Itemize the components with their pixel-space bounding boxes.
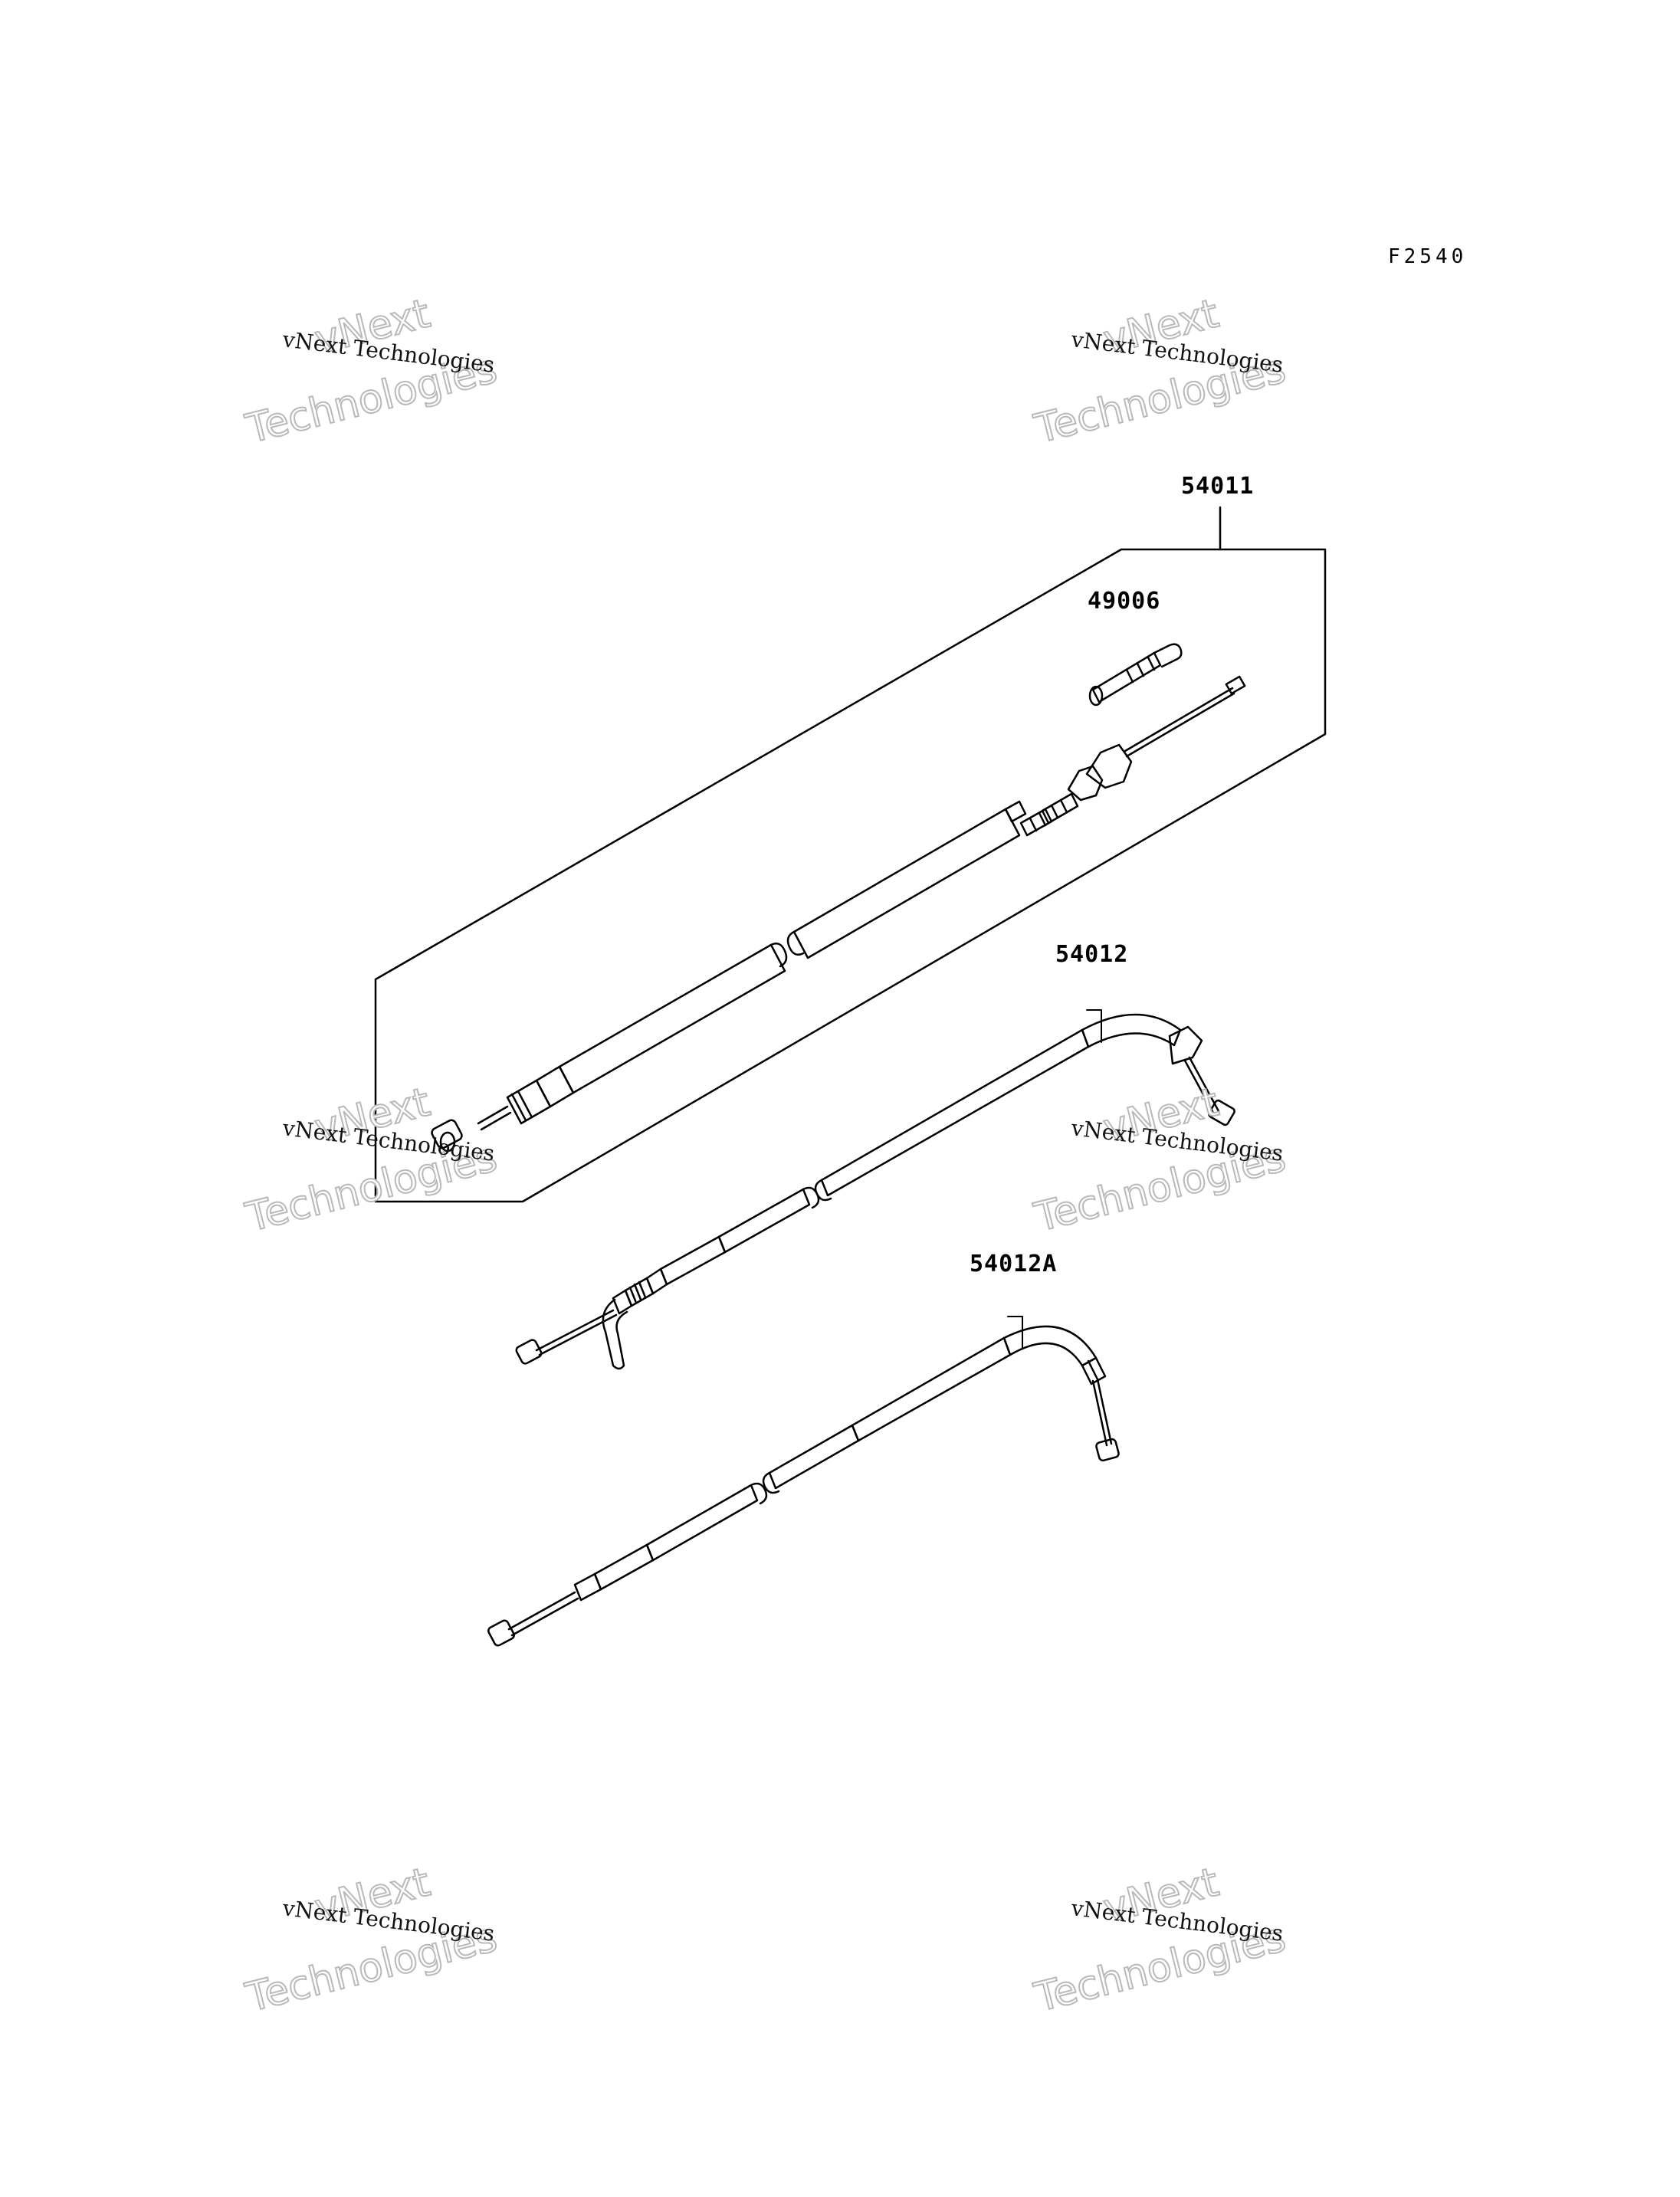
part-number-49006: 49006 — [1088, 588, 1161, 615]
watermark: vNext Technologies vNext Technologies — [241, 1079, 566, 1244]
cable-54012A — [487, 1325, 1120, 1647]
cable-54012 — [515, 1013, 1235, 1370]
watermark: vNext Technologies vNext Technologies — [241, 1859, 566, 2025]
part-number-54012A: 54012A — [970, 1251, 1058, 1277]
watermark: vNext Technologies vNext Technologies — [241, 290, 566, 456]
cable-54011 — [431, 675, 1246, 1153]
part-number-54012: 54012 — [1055, 941, 1129, 968]
part-49006-boot — [1088, 643, 1183, 707]
assembly-frame-54011 — [374, 506, 1327, 1203]
watermark: vNext Technologies vNext Technologies — [1030, 1079, 1354, 1244]
leader-lines — [1007, 1009, 1102, 1349]
watermark: vNext Technologies vNext Technologies — [1030, 1859, 1354, 2025]
figure-code: F2540 — [1388, 245, 1468, 268]
part-number-54011: 54011 — [1181, 473, 1255, 500]
watermark: vNext Technologies vNext Technologies — [1030, 290, 1354, 456]
